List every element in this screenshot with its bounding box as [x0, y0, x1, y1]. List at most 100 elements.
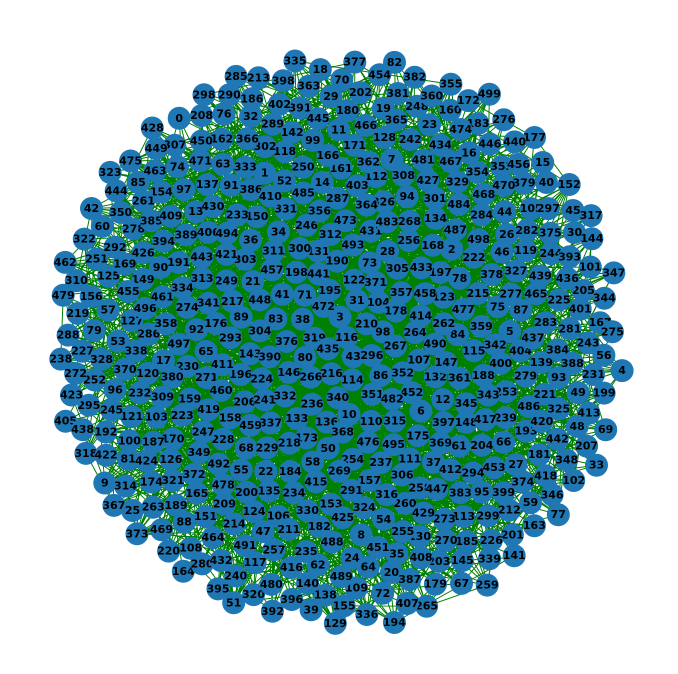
node-circle	[201, 195, 225, 218]
graph-node: 101	[578, 255, 602, 279]
graph-node: 469	[150, 518, 173, 542]
node-circle	[201, 526, 225, 550]
node-circle	[258, 184, 282, 208]
node-circle	[93, 471, 117, 495]
node-circle	[144, 405, 168, 429]
graph-node: 40	[534, 171, 558, 194]
node-circle	[182, 462, 206, 486]
graph-node: 273	[432, 507, 456, 531]
node-circle	[369, 364, 393, 388]
node-circle	[423, 332, 447, 356]
graph-node: 211	[277, 517, 301, 541]
node-circle	[369, 451, 393, 475]
node-circle	[383, 409, 407, 433]
graph-node: 423	[60, 383, 83, 407]
node-circle	[434, 351, 458, 375]
node-circle	[331, 506, 355, 530]
node-circle	[190, 552, 214, 576]
node-circle	[384, 108, 408, 132]
node-circle	[328, 305, 352, 329]
node-circle	[137, 322, 161, 346]
node-circle	[49, 347, 73, 371]
graph-node: 297	[536, 197, 560, 221]
node-circle	[390, 463, 414, 487]
graph-node: 219	[66, 302, 90, 325]
node-circle	[245, 205, 269, 229]
node-circle	[210, 127, 234, 151]
graph-node: 277	[499, 282, 523, 306]
node-circle	[546, 503, 570, 527]
node-circle	[380, 148, 404, 172]
node-circle	[94, 443, 118, 467]
graph-node: 468	[472, 182, 496, 206]
graph-node: 293	[219, 326, 243, 350]
node-circle	[345, 174, 369, 198]
node-circle	[514, 239, 538, 263]
node-circle	[457, 141, 481, 165]
node-circle	[56, 323, 80, 347]
node-circle	[424, 206, 447, 230]
node-circle	[610, 359, 634, 383]
graph-node: 371	[364, 271, 388, 294]
node-circle	[519, 491, 542, 515]
node-circle	[288, 236, 312, 260]
graph-node: 352	[391, 361, 415, 385]
node-circle	[125, 522, 149, 546]
node-circle	[594, 418, 618, 442]
node-circle	[116, 280, 140, 303]
node-circle	[299, 598, 323, 622]
node-circle	[214, 269, 238, 293]
node-circle	[164, 493, 188, 517]
node-circle	[271, 69, 295, 93]
node-circle	[197, 398, 221, 422]
graph-node: 415	[304, 470, 328, 494]
node-circle	[366, 536, 390, 559]
graph-node: 69	[594, 418, 618, 442]
graph-node: 309	[151, 385, 174, 409]
graph-node: 487	[443, 218, 467, 242]
graph-node: 382	[403, 65, 427, 89]
graph-node: 321	[161, 469, 185, 493]
node-circle	[454, 392, 478, 416]
node-circle	[90, 214, 114, 238]
graph-node: 64	[356, 555, 380, 579]
node-circle	[215, 242, 238, 266]
node-circle	[375, 483, 399, 507]
node-circle	[242, 500, 266, 523]
node-circle	[580, 227, 604, 251]
node-circle	[224, 564, 248, 588]
node-circle	[109, 201, 133, 224]
node-circle	[273, 140, 297, 164]
node-circle	[194, 505, 217, 528]
node-circle	[149, 180, 173, 204]
node-circle	[54, 409, 78, 433]
node-circle	[248, 319, 272, 343]
graph-node: 282	[515, 218, 539, 242]
graph-node: 452	[400, 381, 424, 405]
node-circle	[283, 49, 307, 73]
node-circle	[476, 383, 500, 407]
node-circle	[326, 186, 349, 210]
node-circle	[389, 281, 413, 305]
node-circle	[489, 351, 513, 375]
node-circle	[310, 170, 334, 194]
node-circle	[273, 384, 297, 408]
graph-node: 58	[301, 450, 325, 474]
node-circle	[400, 381, 424, 405]
node-circle	[251, 520, 275, 544]
node-circle	[217, 83, 241, 107]
node-circle	[233, 247, 257, 271]
node-circle	[204, 312, 228, 335]
node-circle	[234, 436, 258, 460]
node-circle	[166, 155, 189, 179]
graph-node: 263	[141, 495, 165, 519]
node-circle	[431, 388, 455, 412]
graph-node: 67	[450, 571, 473, 595]
graph-node: 143	[238, 342, 262, 366]
node-circle	[241, 270, 265, 294]
node-circle	[493, 406, 517, 430]
node-circle	[512, 171, 536, 195]
graph-node: 191	[167, 251, 191, 274]
graph-node: 421	[215, 242, 238, 266]
node-circle	[262, 538, 286, 562]
